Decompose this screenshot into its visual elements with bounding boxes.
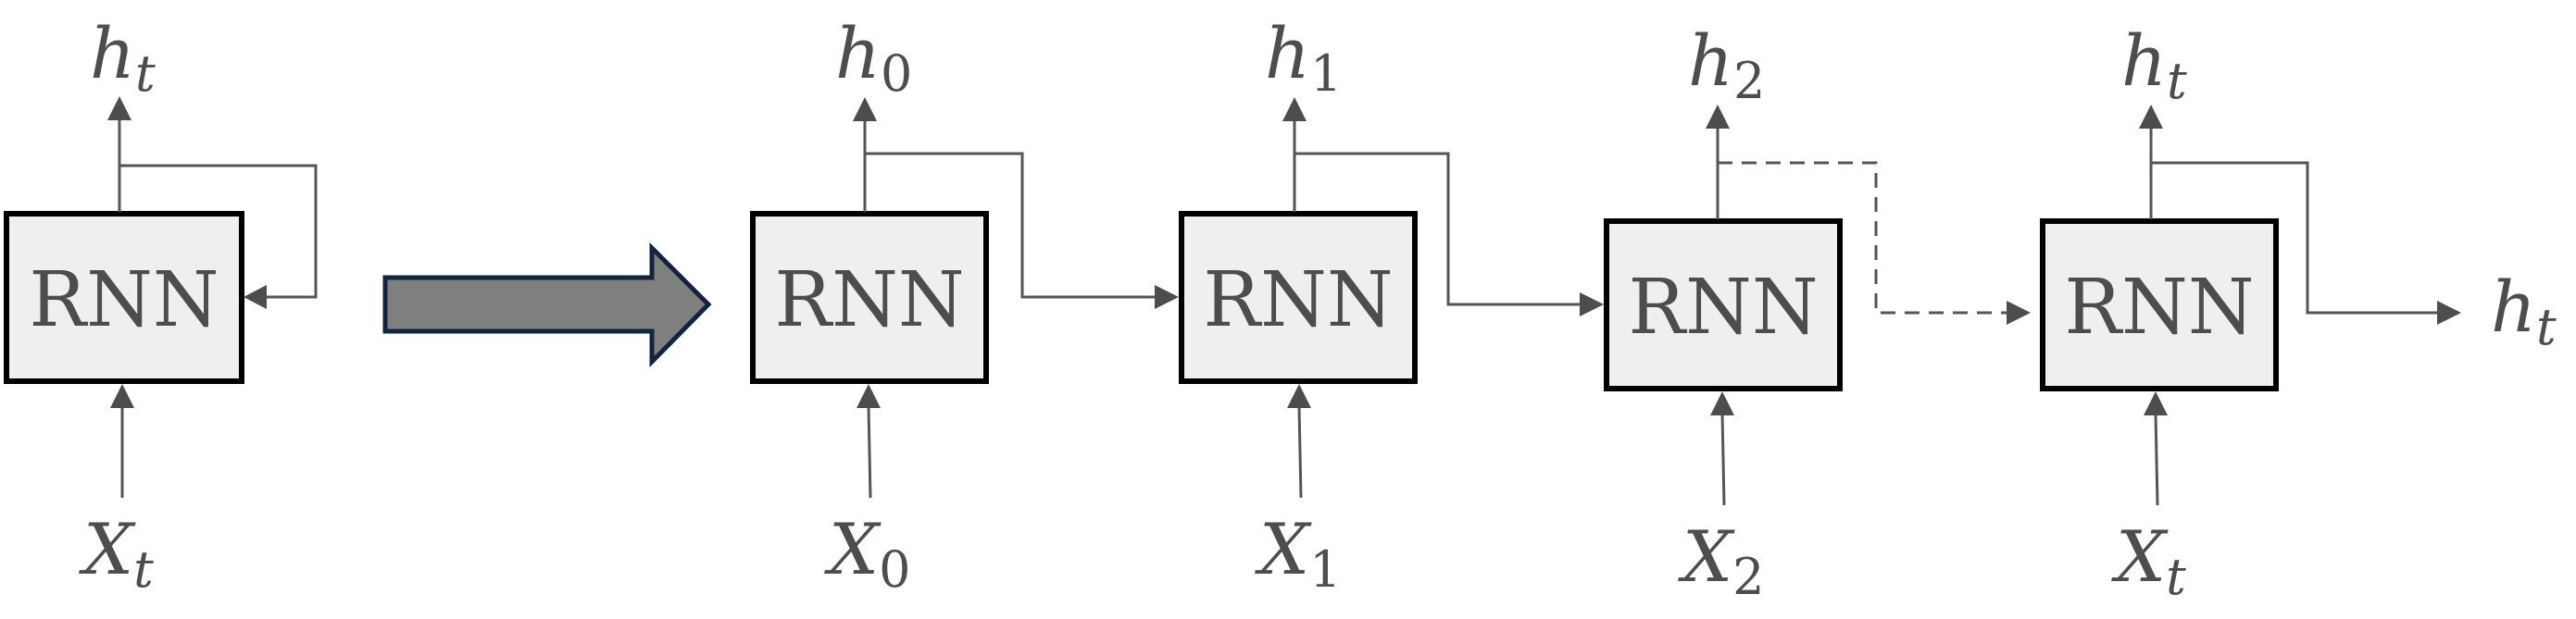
- rnn-box: [750, 211, 989, 384]
- input-wire: [867, 405, 872, 499]
- hidden-state-connection: [2151, 161, 2439, 315]
- folded-output-arrowhead-icon: [107, 96, 131, 120]
- output-label: h1: [1265, 12, 1342, 103]
- input-label-main: X: [824, 508, 882, 590]
- input-label: X0: [824, 508, 910, 599]
- input-label-main: X: [2111, 515, 2169, 598]
- input-label-sub: 1: [1309, 540, 1341, 599]
- hidden-state-connection: [865, 152, 1157, 299]
- input-wire: [2154, 413, 2159, 506]
- input-label-sub: t: [2166, 548, 2186, 606]
- output-label: h0: [835, 12, 912, 103]
- rnn-box-label: RNN: [1203, 256, 1393, 344]
- input-arrowhead-icon: [857, 384, 881, 408]
- output-arrowhead-icon: [1706, 105, 1730, 129]
- output-label: ht: [2121, 19, 2187, 110]
- folded-output-label: ht: [90, 12, 156, 103]
- rnn-box: [1604, 218, 1843, 391]
- folded-feedback-wire: [119, 164, 318, 299]
- input-wire: [1720, 413, 1726, 506]
- output-label-sub: 1: [1310, 44, 1342, 103]
- output-arrowhead-icon: [1282, 97, 1307, 121]
- output-label-sub: 0: [881, 44, 912, 103]
- input-label: X1: [1255, 508, 1341, 599]
- output-label-main: h: [1688, 19, 1733, 102]
- output-label-main: h: [2121, 19, 2167, 102]
- input-label: Xt: [2111, 515, 2186, 606]
- folded-feedback-arrowhead-icon: [244, 285, 267, 309]
- connection-arrowhead-icon: [1580, 292, 1604, 316]
- folded-rnn: RNN ht Xt: [4, 12, 318, 599]
- rnn-box-label: RNN: [2064, 264, 2254, 352]
- input-arrowhead-icon: [1710, 391, 1734, 415]
- connection-arrowhead-icon: [2007, 301, 2031, 325]
- output-arrowhead-icon: [2139, 105, 2163, 129]
- connection-arrowhead-icon: [1155, 285, 1179, 309]
- input-label-sub: 2: [1732, 548, 1764, 606]
- final-output-label-main: h: [2491, 266, 2536, 348]
- input-label: X2: [1678, 515, 1764, 606]
- rnn-box-label: RNN: [774, 256, 964, 344]
- hidden-state-connection: [1294, 152, 1582, 306]
- input-label-sub: 0: [879, 540, 910, 599]
- rnn-box-label: RNN: [1628, 264, 1818, 352]
- folded-input-label: Xt: [79, 508, 154, 599]
- output-label-main: h: [835, 12, 881, 94]
- output-arrowhead-icon: [853, 97, 877, 121]
- input-label-main: X: [1255, 508, 1312, 590]
- final-output-label: ht: [2491, 266, 2557, 356]
- folded-input-arrowhead-icon: [110, 384, 134, 408]
- input-arrowhead-icon: [2144, 391, 2168, 415]
- rnn-box: [1179, 211, 1418, 384]
- folded-rnn-box: [4, 211, 244, 384]
- output-label-main: h: [1265, 12, 1310, 94]
- output-label-sub: 2: [1733, 52, 1765, 110]
- output-label: h2: [1688, 19, 1765, 110]
- output-label-sub: t: [2167, 52, 2187, 110]
- rnn-box: [2040, 218, 2279, 391]
- input-label-main: X: [1678, 515, 1735, 598]
- folded-rnn-box-label: RNN: [29, 256, 219, 344]
- hidden-state-connection: [1718, 161, 2008, 315]
- final-output-label-sub: t: [2536, 298, 2557, 356]
- input-arrowhead-icon: [1287, 384, 1311, 408]
- unroll-arrow-icon: [382, 241, 712, 368]
- input-wire: [1297, 405, 1303, 499]
- connection-arrowhead-icon: [2437, 301, 2461, 325]
